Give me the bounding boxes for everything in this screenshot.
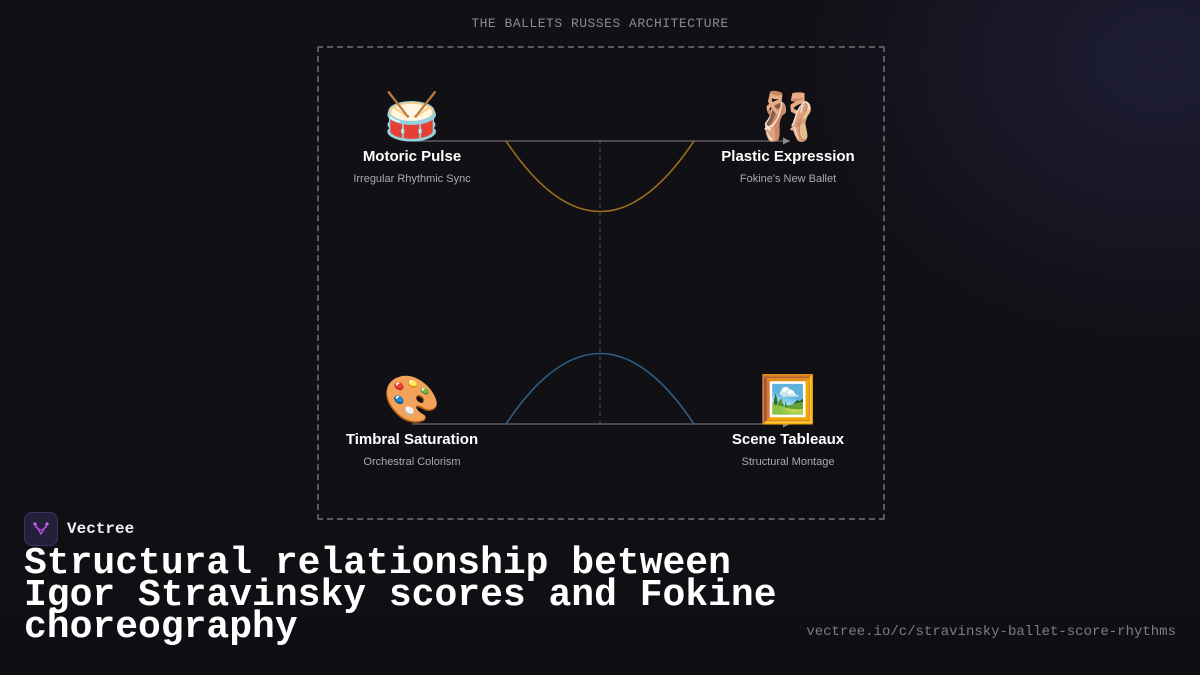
node-subtitle: Structural Montage xyxy=(741,456,835,468)
node-label: Scene Tableaux xyxy=(731,431,845,448)
page-headline: Structural relationship between Igor Str… xyxy=(24,542,777,649)
node-motoric-pulse: 🥁 Motoric Pulse Irregular Rhythmic Sync xyxy=(312,88,512,185)
framed-picture-icon: 🖼️ xyxy=(759,373,817,425)
bottom-curve xyxy=(505,352,695,425)
vectree-logo-icon xyxy=(24,512,58,546)
diagram-frame xyxy=(317,46,885,520)
node-subtitle: Irregular Rhythmic Sync xyxy=(353,173,471,185)
node-label: Timbral Saturation xyxy=(345,431,479,448)
brand-name: Vectree xyxy=(67,520,135,538)
brand[interactable]: Vectree xyxy=(24,512,134,546)
node-plastic-expression: 🩰 Plastic Expression Fokine's New Ballet xyxy=(688,88,888,185)
node-label: Plastic Expression xyxy=(721,148,855,165)
node-scene-tableaux: 🖼️ Scene Tableaux Structural Montage xyxy=(688,371,888,468)
node-timbral-saturation: 🎨 Timbral Saturation Orchestral Colorism xyxy=(312,371,512,468)
palette-icon: 🎨 xyxy=(383,373,441,425)
node-subtitle: Orchestral Colorism xyxy=(363,456,461,468)
drum-icon: 🥁 xyxy=(383,90,441,142)
top-curve xyxy=(505,140,695,213)
ballet-shoes-icon: 🩰 xyxy=(759,90,817,142)
source-url[interactable]: vectree.io/c/stravinsky-ballet-score-rhy… xyxy=(806,624,1176,640)
diagram-title: THE BALLETS RUSSES ARCHITECTURE xyxy=(471,16,729,31)
node-label: Motoric Pulse xyxy=(362,148,462,165)
node-subtitle: Fokine's New Ballet xyxy=(739,173,837,185)
